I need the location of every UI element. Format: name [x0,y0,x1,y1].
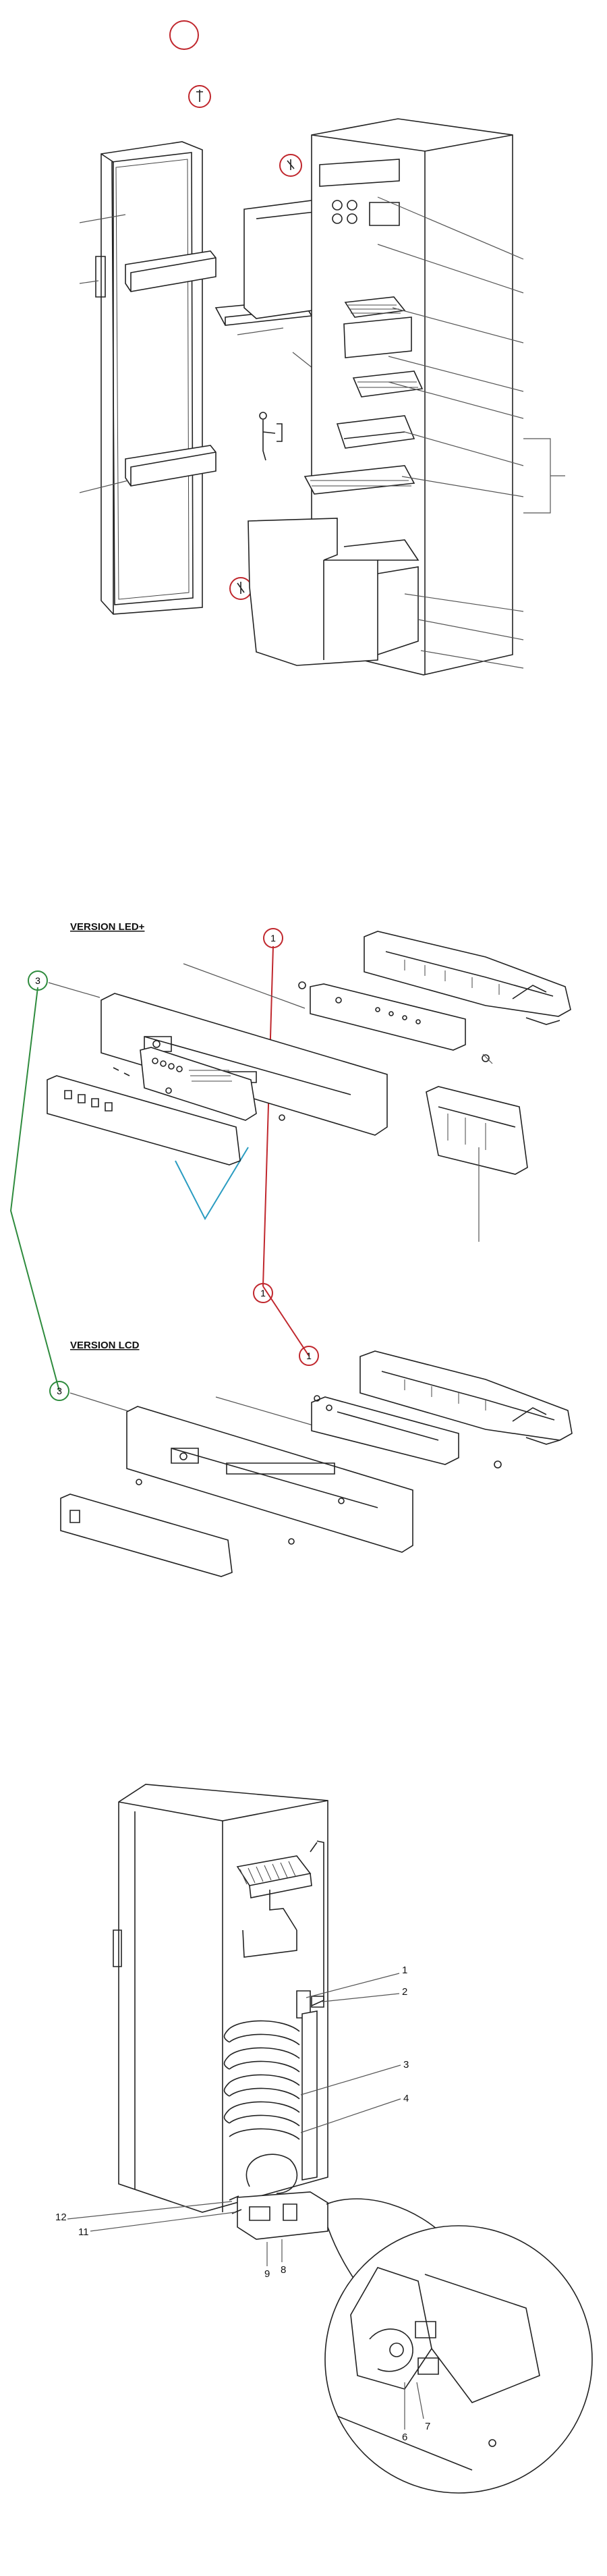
blue-pointer [175,1147,249,1221]
label-7: 7 [425,2421,430,2432]
lcd-decal [60,1493,233,1577]
lcd-control-module [311,1350,573,1465]
thermostat-probe [259,412,283,461]
led-decal [47,1075,241,1166]
red-callout-screw-top [188,85,211,108]
callout-3-text-top: 3 [35,975,40,986]
label-6: 6 [402,2432,407,2443]
label-2: 2 [402,1986,407,1998]
burner-assembly [229,2191,328,2240]
boiler [301,2010,318,2181]
label-11: 11 [78,2226,89,2238]
led-display-bezel [140,1047,257,1121]
absorber-coil [223,2020,300,2140]
label-3: 3 [403,2059,409,2071]
panel-cooling-unit-rear: 1 2 3 4 6 7 8 9 11 12 [55,1784,593,2494]
label-12: 12 [55,2212,67,2223]
panel-refrigerator-exploded-view [79,20,565,676]
callout-3-text-lower: 3 [57,1386,62,1396]
callout-1-text-middle: 1 [260,1288,266,1298]
label-1: 1 [402,1965,407,1976]
red-leader-line [262,946,274,1287]
panel-control-versions: VERSION LED+ VERSION LCD 1 1 1 3 3 [9,921,573,1577]
label-4: 4 [403,2093,409,2104]
fridge-rear-body [113,1784,328,2213]
green-callout-3-top [28,970,48,991]
label-8: 8 [281,2264,286,2276]
green-callout-3-lower [49,1381,69,1401]
red-callout-screw-hinge [279,154,302,177]
red-callout-1-top [263,928,283,948]
green-leader-line [9,987,60,1392]
spare-display-module [426,1086,528,1242]
door [95,141,216,615]
red-callout-1-middle [253,1283,273,1303]
callout-1-text-top: 1 [270,933,276,943]
led-control-module [310,931,571,1051]
callout-1-text-lower: 1 [306,1350,312,1361]
cabinet [248,118,513,676]
lcd-front-panel [126,1406,413,1553]
red-callout-1-lower [299,1346,319,1366]
detail-magnifier-circle [324,2225,593,2494]
label-9: 9 [264,2268,270,2280]
version-lcd-label: VERSION LCD [70,1340,140,1351]
version-led-label: VERSION LED+ [70,921,145,933]
condenser-fins [236,1855,312,1898]
led-front-panel [100,993,388,1136]
magnified-detail [324,2198,593,2494]
red-callout-empty [169,20,199,50]
